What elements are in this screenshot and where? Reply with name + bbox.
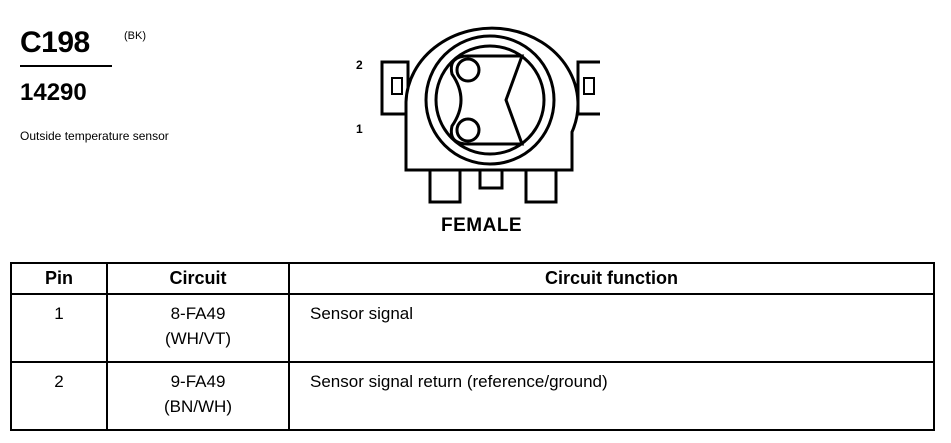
pin-label-1: 1 (356, 122, 363, 136)
header-pin: Pin (10, 262, 108, 295)
bottom-tab-center (478, 168, 504, 190)
pin-label-2: 2 (356, 58, 363, 72)
connector-gender: FEMALE (441, 215, 523, 236)
connector-id: C198 (20, 26, 90, 59)
wire-color: (WH/VT) (164, 329, 232, 348)
terminal-cavity (449, 54, 525, 146)
header-circuit: Circuit (106, 262, 290, 295)
bottom-tab-right (524, 168, 558, 204)
terminal-2 (455, 57, 481, 83)
connector-housing (404, 26, 580, 172)
header-circuit-function: Circuit function (288, 262, 935, 295)
outer-ring (424, 34, 556, 166)
cell-pin: 2 (10, 361, 108, 431)
terminal-1 (455, 117, 481, 143)
table-row: 1 8-FA49 (WH/VT) Sensor signal (10, 293, 935, 363)
right-latch (576, 60, 600, 116)
pinout-table: Pin Circuit Circuit function 1 8-FA49 (W… (10, 262, 935, 431)
cell-circuit: 9-FA49 (BN/WH) (106, 361, 290, 431)
title-divider (20, 65, 112, 67)
wire-color: (BN/WH) (164, 397, 232, 416)
connector-description: Outside temperature sensor (20, 129, 169, 143)
connector-color: (BK) (124, 30, 146, 42)
inner-ring (434, 44, 546, 156)
circuit-number: 8-FA49 (170, 304, 226, 323)
table-header-row: Pin Circuit Circuit function (10, 262, 935, 295)
connector-face-diagram (380, 26, 600, 204)
cell-function: Sensor signal return (reference/ground) (288, 361, 935, 431)
left-latch (380, 60, 410, 116)
bottom-tab-left (428, 168, 462, 204)
part-number: 14290 (20, 79, 87, 106)
circuit-number: 9-FA49 (170, 372, 226, 391)
table-row: 2 9-FA49 (BN/WH) Sensor signal return (r… (10, 361, 935, 431)
cell-function: Sensor signal (288, 293, 935, 363)
cell-circuit: 8-FA49 (WH/VT) (106, 293, 290, 363)
cell-pin: 1 (10, 293, 108, 363)
